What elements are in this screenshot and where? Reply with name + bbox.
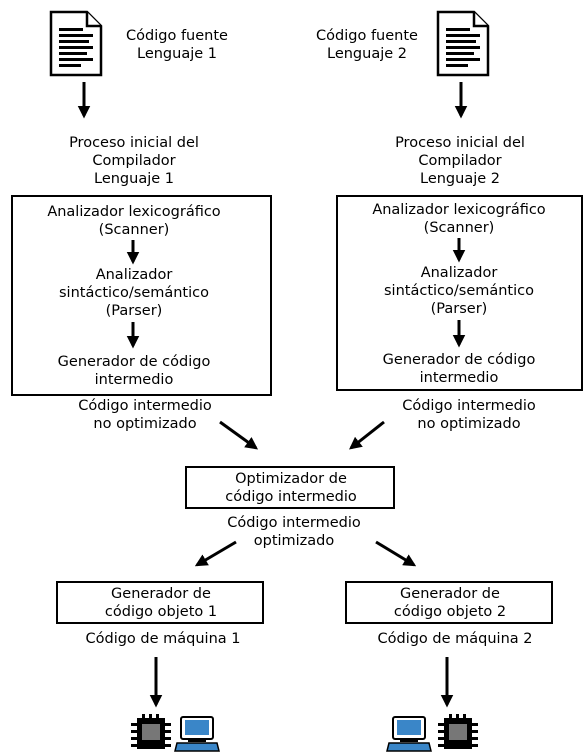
chip-icon xyxy=(438,714,478,749)
machine-code-2-label: Código de máquina 2 xyxy=(377,631,533,647)
arrow-right-to-optimizer xyxy=(349,420,385,450)
arrow-optimizer-to-gen1 xyxy=(194,540,237,567)
left-compiler-box xyxy=(11,195,272,396)
arrow-optimizer-to-gen2 xyxy=(375,540,417,567)
chip-icon xyxy=(131,714,171,749)
left-scanner-label: Analizador lexicográfico(Scanner) xyxy=(47,204,221,238)
right-scanner-label: Analizador lexicográfico(Scanner) xyxy=(372,202,546,236)
object-generator-1-box xyxy=(56,581,264,624)
document-icon xyxy=(49,10,103,77)
optimizer-box xyxy=(185,466,395,509)
arrow-left-to-optimizer xyxy=(219,420,259,450)
object-generator-2-box xyxy=(345,581,553,624)
computer-icon xyxy=(174,716,220,752)
right-compiler-box xyxy=(336,195,583,391)
computer-icon xyxy=(386,716,432,752)
document-icon xyxy=(436,10,490,77)
machine-code-1-label: Código de máquina 1 xyxy=(85,631,241,647)
